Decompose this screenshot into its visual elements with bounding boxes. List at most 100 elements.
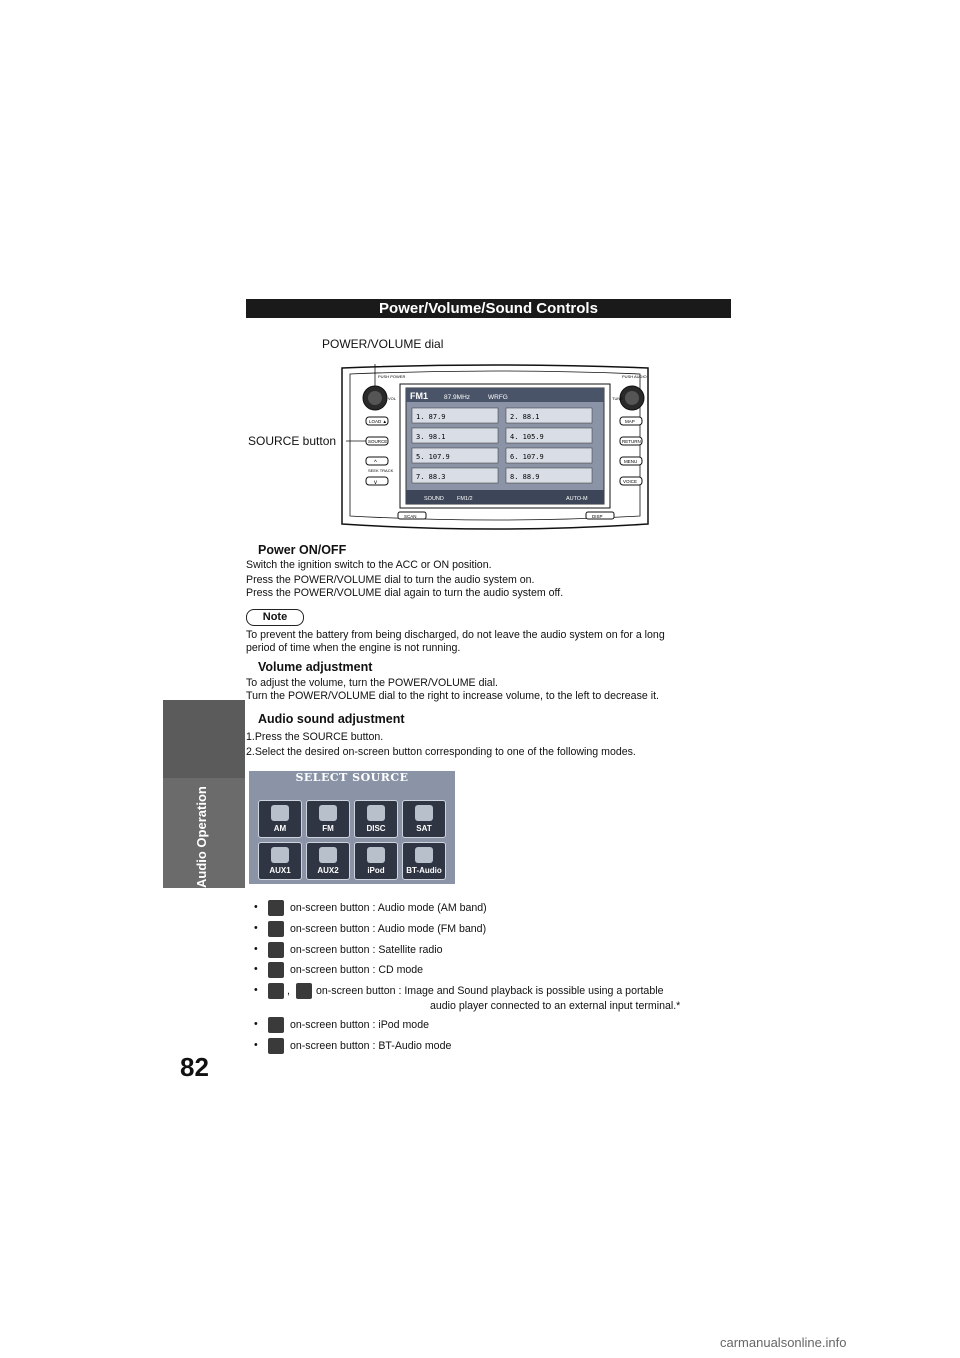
mode-list-item: • on-screen button : Audio mode (AM band) <box>254 900 714 916</box>
ipod-icon <box>367 847 385 863</box>
aux-icon <box>268 983 284 999</box>
mode-description: on-screen button : Audio mode (AM band) <box>290 902 487 914</box>
bullet-dot: • <box>254 901 258 913</box>
heading-sound: Audio sound adjustment <box>258 712 405 726</box>
disc-icon <box>367 805 385 821</box>
select-source-title: SELECT SOURCE <box>295 771 409 784</box>
mode-description: on-screen button : Image and Sound playb… <box>316 985 664 997</box>
bullet-dot: • <box>254 1039 258 1051</box>
label-load: LOAD ▲ <box>369 419 387 424</box>
heading-volume: Volume adjustment <box>258 660 373 674</box>
sat-icon <box>268 942 284 958</box>
mode-list-item: • on-screen button : iPod mode <box>254 1017 714 1033</box>
note-badge: Note <box>246 609 304 626</box>
am-icon <box>268 900 284 916</box>
source-option-label: FM <box>322 824 334 833</box>
map-button[interactable] <box>619 416 643 426</box>
watermark: carmanualsonline.info <box>720 1335 847 1350</box>
label-source: SOURCE <box>368 439 387 444</box>
am-icon <box>271 805 289 821</box>
page-number: 82 <box>180 1052 209 1082</box>
screen-fm12-button[interactable]: FM1/2 <box>457 496 473 502</box>
voice-button[interactable] <box>619 476 643 486</box>
volume-line-1: To adjust the volume, turn the POWER/VOL… <box>246 677 498 689</box>
sound-step-2: 2.Select the desired on-screen button co… <box>246 746 636 758</box>
section-header-bar <box>246 299 731 318</box>
mode-description: on-screen button : iPod mode <box>290 1019 429 1031</box>
screen-sound-button[interactable]: SOUND <box>424 496 444 502</box>
source-option-disc[interactable]: DISC <box>354 800 398 838</box>
source-option-am[interactable]: AM <box>258 800 302 838</box>
preset-button[interactable] <box>505 447 593 464</box>
sat-icon <box>415 805 433 821</box>
label-disp: DISP <box>592 514 603 519</box>
note-line-2: period of time when the engine is not ru… <box>246 642 461 654</box>
label-seek-track: SEEK TRACK <box>368 468 394 473</box>
return-button[interactable] <box>619 436 643 446</box>
screen-auto-m-button[interactable]: AUTO-M <box>566 496 588 502</box>
source-option-label: iPod <box>367 866 385 875</box>
label-menu: MENU <box>624 459 637 464</box>
source-option-aux1[interactable]: AUX1 <box>258 842 302 880</box>
scan-button[interactable] <box>397 511 427 520</box>
preset-button[interactable] <box>505 427 593 444</box>
side-tab-marker <box>163 700 245 778</box>
mode-description: on-screen button : BT-Audio mode <box>290 1040 452 1052</box>
callout-power-volume-dial: POWER/VOLUME dial <box>322 337 444 351</box>
menu-button[interactable] <box>619 456 643 466</box>
label-push-audio: PUSH AUDIO <box>622 374 647 379</box>
preset-button[interactable] <box>505 467 593 484</box>
mode-list-item: •on-screen button : Satellite radio <box>254 942 714 958</box>
source-option-ipod[interactable]: iPod <box>354 842 398 880</box>
bullet-dot: • <box>254 922 258 934</box>
note-line-1: To prevent the battery from being discha… <box>246 629 665 641</box>
power-line-2: Press the POWER/VOLUME dial to turn the … <box>246 574 535 586</box>
load-button[interactable] <box>365 416 389 426</box>
bt-audio-icon <box>415 847 433 863</box>
source-option-label: BT-Audio <box>406 866 442 875</box>
source-button[interactable] <box>365 436 389 446</box>
volume-line-2: Turn the POWER/VOLUME dial to the right … <box>246 690 659 702</box>
preset-button[interactable] <box>505 407 593 424</box>
mode-list-item: • on-screen button : CD mode <box>254 962 714 978</box>
label-map: MAP <box>625 419 635 424</box>
mode-description: on-screen button : Satellite radio <box>290 944 443 956</box>
source-option-sat[interactable]: SAT <box>402 800 446 838</box>
source-option-bt-audio[interactable]: BT-Audio <box>402 842 446 880</box>
power-line-3: Press the POWER/VOLUME dial again to tur… <box>246 587 564 599</box>
mode-description: on-screen button : Audio mode (FM band) <box>290 923 487 935</box>
label-return: RETURN <box>622 439 641 444</box>
preset-label: 3. 98.1 <box>416 433 446 441</box>
disc-icon <box>268 962 284 978</box>
bullet-dot: • <box>254 1018 258 1030</box>
seek-down-button[interactable] <box>365 476 389 486</box>
bullet-dot: • <box>254 963 258 975</box>
mode-description: on-screen button : CD mode <box>290 964 424 976</box>
source-option-fm[interactable]: FM <box>306 800 350 838</box>
preset-button[interactable] <box>411 427 499 444</box>
source-option-label: AUX2 <box>317 866 339 875</box>
mode-description-continued: audio player connected to an external in… <box>430 1000 681 1012</box>
label-scan: SCAN <box>404 514 417 519</box>
section-title: Power/Volume/Sound Controls <box>379 300 598 317</box>
heading-power: Power ON/OFF <box>258 543 347 557</box>
seek-up-button[interactable] <box>365 456 389 466</box>
source-option-aux2[interactable]: AUX2 <box>306 842 350 880</box>
preset-button[interactable] <box>411 447 499 464</box>
aux1-icon <box>271 847 289 863</box>
preset-label: 2. 88.1 <box>510 413 540 421</box>
fm-icon <box>319 805 337 821</box>
ipod-icon <box>268 1017 284 1033</box>
mode-list-item: • on-screen button : BT-Audio mode <box>254 1038 714 1054</box>
preset-label: 4. 105.9 <box>510 433 544 441</box>
source-option-label: AUX1 <box>269 866 291 875</box>
screen-frequency: 87.9MHz <box>444 394 470 401</box>
preset-button[interactable] <box>411 467 499 484</box>
preset-button[interactable] <box>411 407 499 424</box>
aux2-icon <box>296 983 312 999</box>
preset-label: 1. 87.9 <box>416 413 446 421</box>
aux2-icon <box>319 847 337 863</box>
head-unit-illustration: PUSH POWER VOL PUSH AUDIO TUNE LOAD ▲ SO… <box>341 364 649 530</box>
power-line-1: Switch the ignition switch to the ACC or… <box>246 559 492 571</box>
disp-button[interactable] <box>585 511 615 520</box>
